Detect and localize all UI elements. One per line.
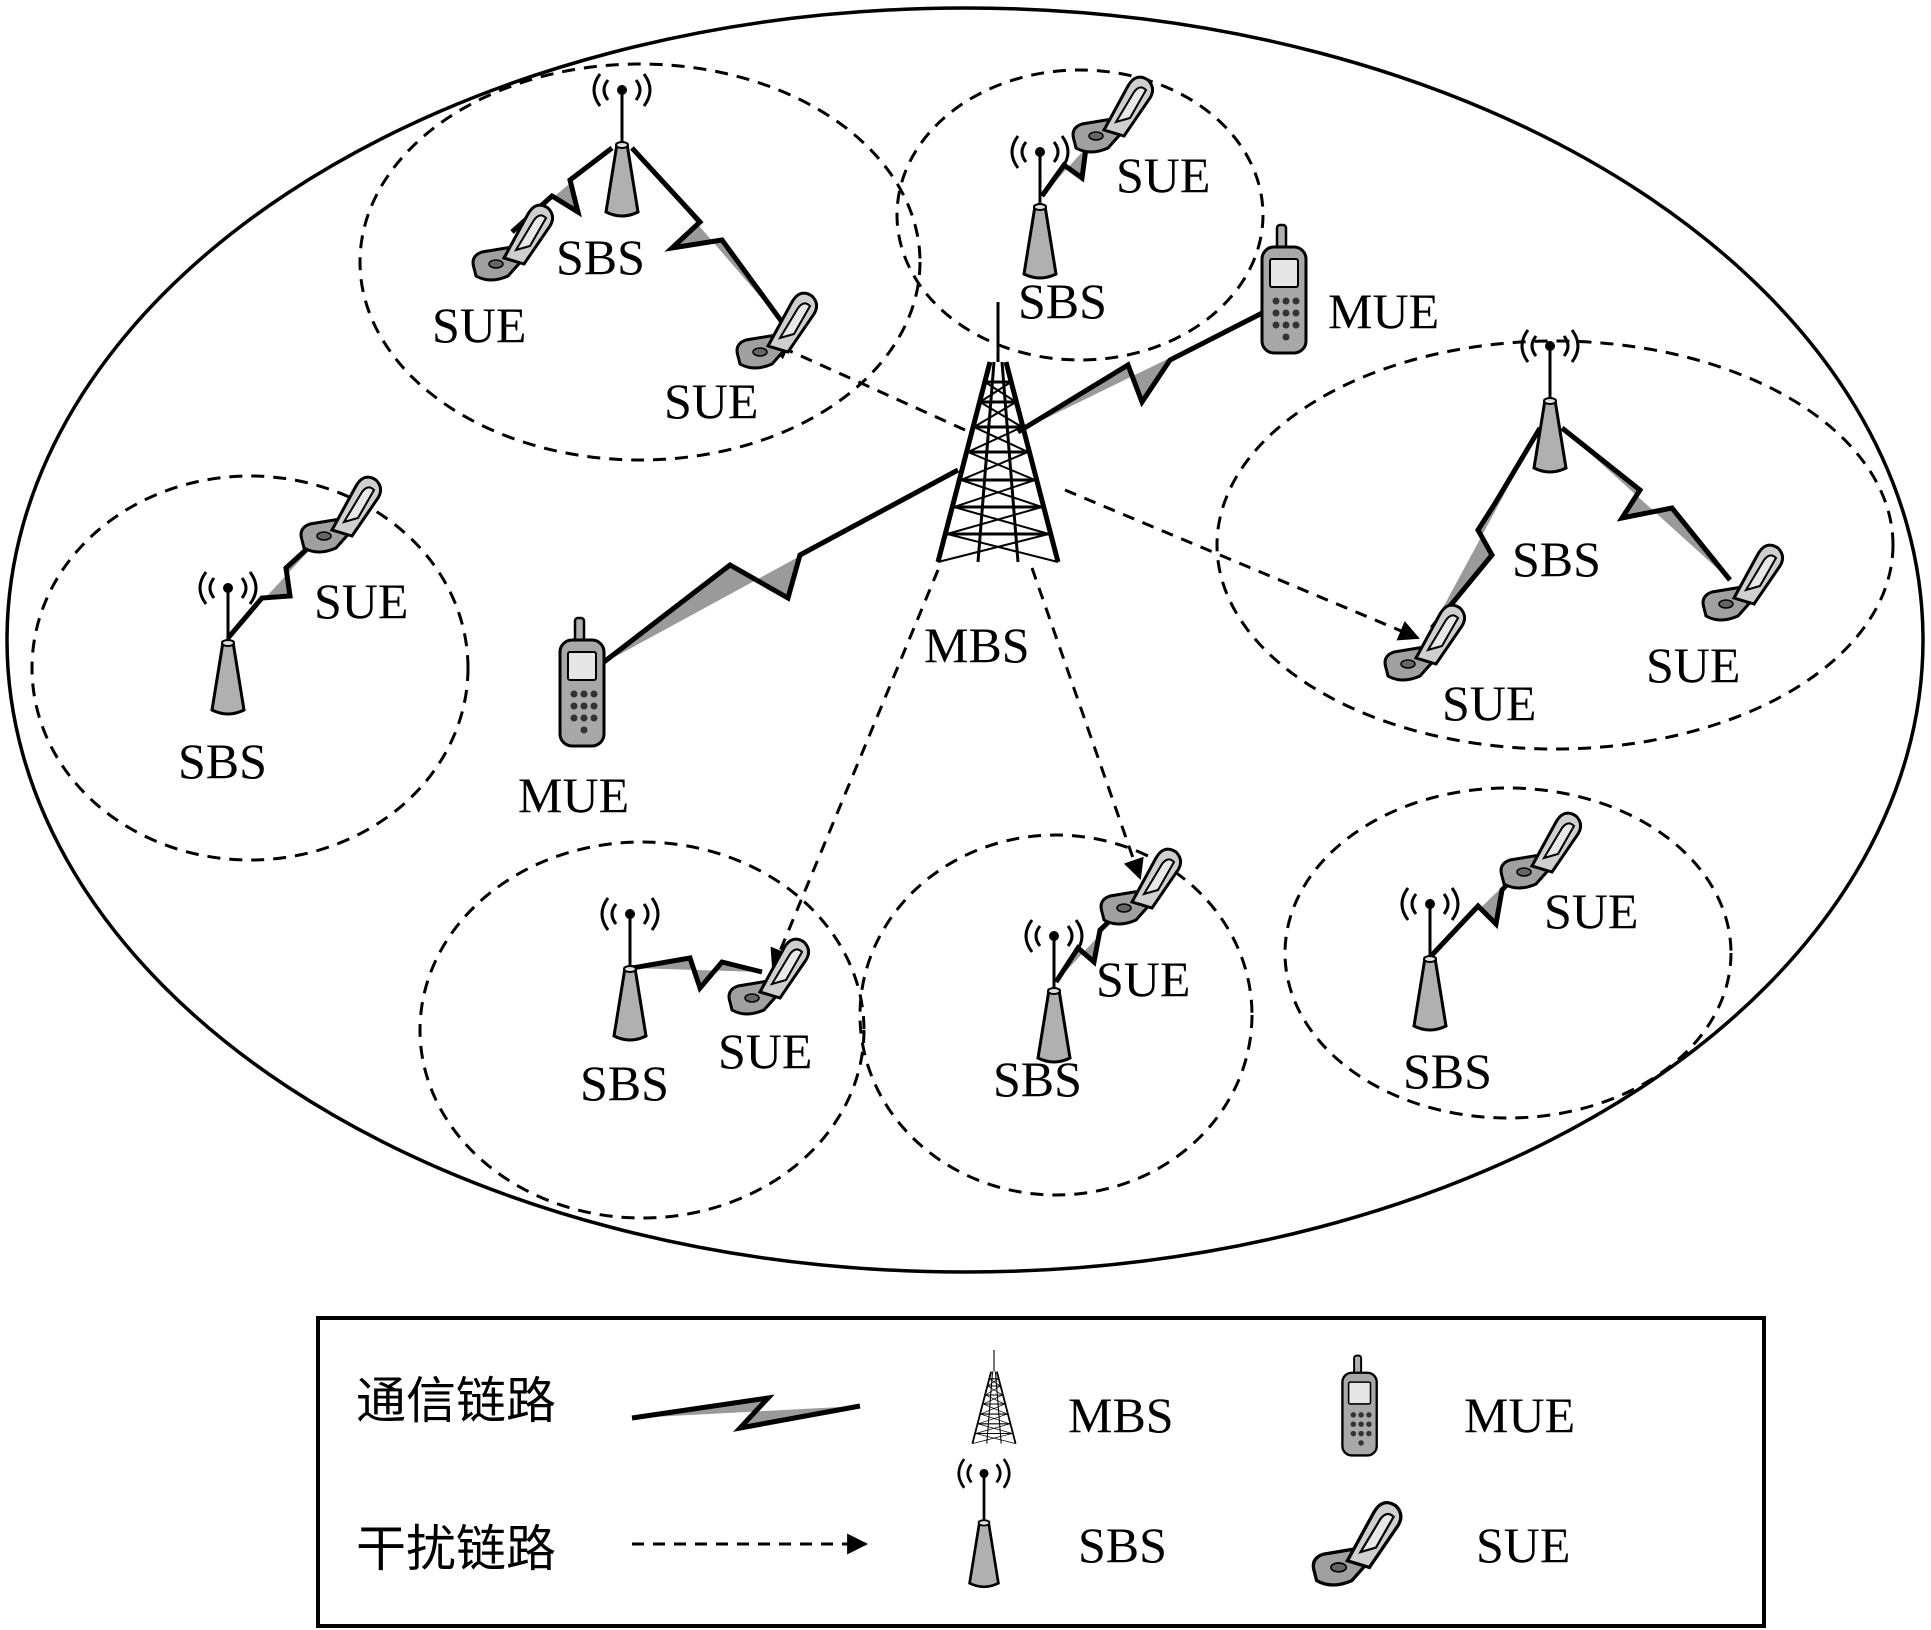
legend-communication-link-label: 通信链路: [356, 1372, 556, 1430]
sbs-antenna-icon: [1520, 328, 1580, 474]
small-cell-left: [30, 474, 470, 862]
communication-link: [1016, 305, 1274, 435]
sue-phone-icon: [727, 937, 811, 1016]
legend-sbs-label: SBS: [1078, 1517, 1167, 1573]
legend: 通信链路 干扰链路 MBS MUE SBS SUE: [316, 1316, 1766, 1628]
communication-link: [226, 526, 332, 640]
sbs-label: SBS: [1403, 1043, 1492, 1099]
sbs-label: SBS: [1018, 273, 1107, 329]
sbs-label: SBS: [556, 229, 645, 285]
mue-phone-icon: [558, 616, 606, 748]
small-cell-bottom-left: [418, 840, 866, 1220]
sue-phone-icon: [1383, 603, 1467, 682]
sbs-antenna-icon: [592, 72, 652, 218]
interference-link: [770, 569, 940, 970]
sbs-label: SBS: [178, 733, 267, 789]
legend-mue-label: MUE: [1464, 1387, 1575, 1443]
sue-label: SUE: [314, 573, 408, 629]
macro-cell-boundary: [5, 6, 1925, 1274]
communication-link: [1560, 426, 1732, 582]
sue-phone-icon: [299, 475, 383, 554]
communication-links: [226, 124, 1732, 994]
sue-phone-icon: [1099, 847, 1183, 926]
sbs-label: SBS: [993, 1051, 1082, 1107]
sbs-antenna-icon: [1010, 134, 1070, 280]
sue-label: SUE: [1646, 637, 1740, 693]
sue-label: SUE: [664, 373, 758, 429]
communication-link: [1430, 426, 1543, 630]
sue-phone-icon: [1499, 811, 1583, 890]
mue-phone-icon: [1260, 223, 1308, 355]
communication-link: [631, 955, 763, 994]
mbs-tower-icon: [938, 302, 1058, 562]
mue-label: MUE: [518, 767, 629, 823]
interference-links: [768, 340, 1420, 970]
sue-label: SUE: [1096, 951, 1190, 1007]
sue-phone-icon: [1701, 543, 1785, 622]
communication-link: [598, 467, 960, 667]
small-cell-top-middle: [895, 68, 1265, 362]
interference-link: [1030, 567, 1144, 880]
sue-label: SUE: [1442, 675, 1536, 731]
legend-box: [316, 1316, 1766, 1628]
mbs-label: MBS: [924, 617, 1030, 673]
sue-label: SUE: [432, 297, 526, 353]
sbs-antenna-icon: [1400, 886, 1460, 1032]
legend-interference-link-label: 干扰链路: [356, 1520, 556, 1578]
sue-label: SUE: [718, 1023, 812, 1079]
interference-link: [768, 340, 966, 432]
small-cells: [30, 62, 1895, 1220]
legend-sue-label: SUE: [1476, 1517, 1570, 1573]
sue-phone-icon: [1071, 75, 1155, 154]
sbs-antenna-icon: [600, 896, 660, 1042]
sbs-label: SBS: [1512, 531, 1601, 587]
small-cell-bottom-middle: [858, 833, 1254, 1197]
small-cell-bottom-right: [1283, 786, 1733, 1120]
legend-communication-link-symbol: [631, 1394, 861, 1432]
sue-label: SUE: [1116, 147, 1210, 203]
sbs-label: SBS: [580, 1055, 669, 1111]
mue-label: MUE: [1328, 283, 1439, 339]
sbs-antenna-icon: [198, 570, 258, 716]
node-labels: MBS MUE MUE SBS SBS SBS SBS SBS SBS SBS …: [178, 147, 1740, 1111]
communication-link: [630, 146, 785, 324]
sue-label: SUE: [1544, 883, 1638, 939]
sbs-antenna-icon: [1024, 918, 1084, 1064]
legend-mbs-label: MBS: [1068, 1387, 1174, 1443]
small-cell-top-left: [358, 62, 922, 462]
sue-phone-icon: [471, 203, 555, 282]
small-cell-right: [1215, 339, 1895, 751]
interference-link: [1064, 488, 1420, 641]
